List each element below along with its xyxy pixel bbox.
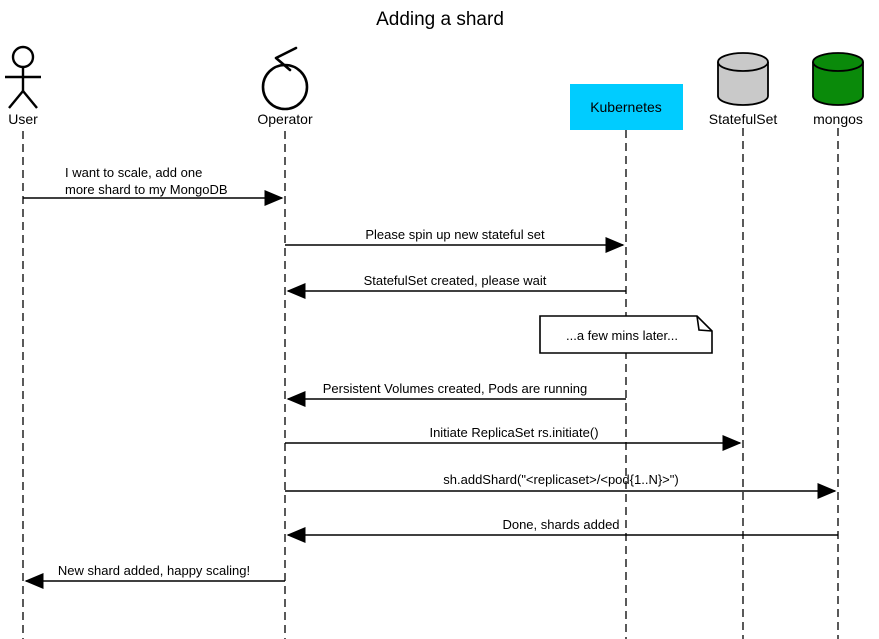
note: ...a few mins later... bbox=[539, 315, 713, 354]
message-label-1-line2: more shard to my MongoDB bbox=[65, 182, 228, 197]
user-actor-icon bbox=[5, 45, 41, 109]
message-label-2: Please spin up new stateful set bbox=[365, 227, 545, 242]
statefulset-label: StatefulSet bbox=[709, 111, 778, 127]
kubernetes-label: Kubernetes bbox=[590, 99, 662, 115]
mongos-label: mongos bbox=[813, 111, 863, 127]
mongos-database-icon bbox=[812, 52, 864, 106]
message-label-8: New shard added, happy scaling! bbox=[58, 563, 250, 578]
note-label: ...a few mins later... bbox=[566, 328, 678, 343]
message-label-4: Persistent Volumes created, Pods are run… bbox=[323, 381, 587, 396]
diagram-title: Adding a shard bbox=[376, 9, 504, 30]
message-label-1-line1: I want to scale, add one bbox=[65, 165, 202, 180]
message-label-3: StatefulSet created, please wait bbox=[364, 273, 547, 288]
statefulset-database-icon bbox=[717, 52, 769, 106]
message-label-6: sh.addShard("<replicaset>/<pod{1..N}>") bbox=[443, 472, 678, 487]
user-label: User bbox=[8, 111, 38, 127]
message-label-7: Done, shards added bbox=[502, 517, 619, 532]
kubernetes-box bbox=[570, 84, 683, 130]
message-label-5: Initiate ReplicaSet rs.initiate() bbox=[429, 425, 598, 440]
operator-label: Operator bbox=[257, 111, 313, 127]
operator-control-icon bbox=[261, 46, 309, 111]
note-fold-icon bbox=[696, 315, 713, 332]
